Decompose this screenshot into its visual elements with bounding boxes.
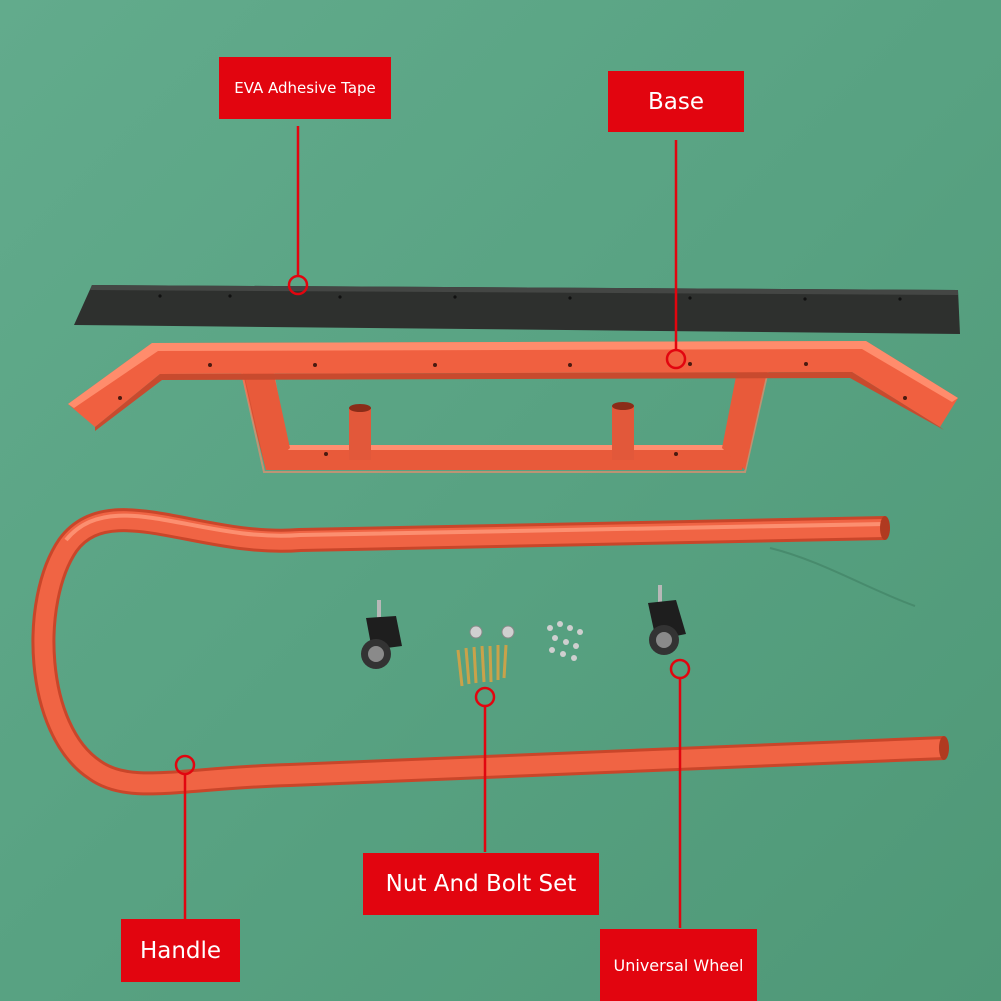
callout-lines [174,126,691,928]
label-eva-adhesive-tape: EVA Adhesive Tape [219,57,391,119]
universal-wheel-right [648,585,686,655]
universal-wheel-left [361,600,402,669]
nuts [469,625,515,639]
label-nut-and-bolt-set: Nut And Bolt Set [363,853,599,915]
base-frame [68,341,958,473]
small-screws [547,621,583,661]
floor-scuff [769,547,916,607]
label-base: Base [608,71,744,132]
label-handle: Handle [121,919,240,982]
label-universal-wheel: Universal Wheel [600,929,757,1001]
handle-tube [31,508,949,796]
bolt-set [456,644,508,687]
